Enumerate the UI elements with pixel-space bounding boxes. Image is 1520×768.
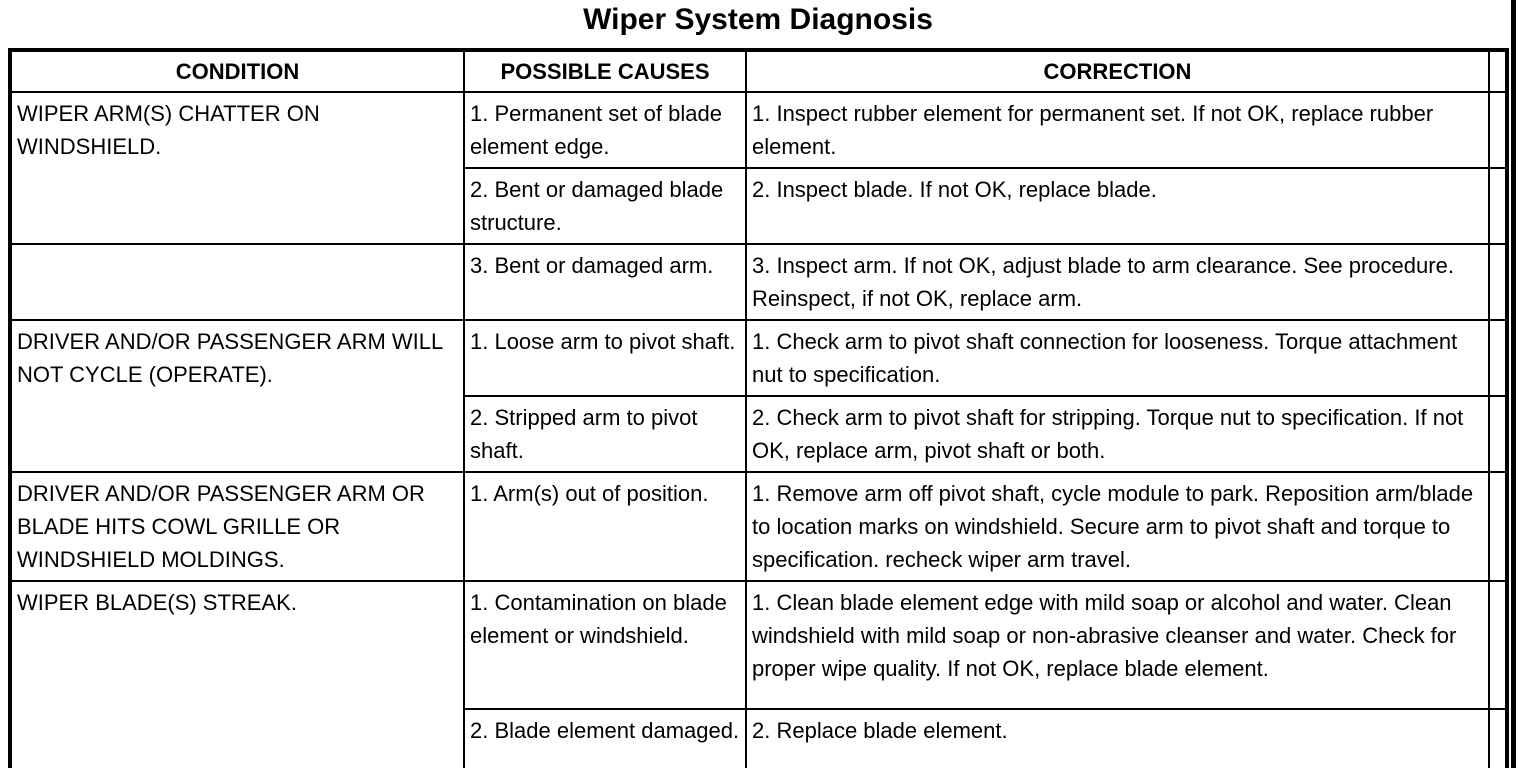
cause-cell: 2. Stripped arm to pivot shaft.	[463, 395, 747, 473]
page-title: Wiper System Diagnosis	[583, 3, 933, 36]
cause-cell: 1. Arm(s) out of position.	[463, 471, 747, 582]
condition-cell: DRIVER AND/OR PASSENGER ARM WILL NOT CYC…	[9, 319, 465, 473]
correction-cell: 2. Replace blade element.	[745, 708, 1490, 768]
cause-cell: 2. Bent or damaged blade structure.	[463, 167, 747, 245]
spacer-cell	[1488, 580, 1508, 710]
table-row: DRIVER AND/OR PASSENGER ARM OR BLADE HIT…	[9, 471, 1508, 582]
header-possible-causes: POSSIBLE CAUSES	[463, 49, 747, 93]
table-row: DRIVER AND/OR PASSENGER ARM WILL NOT CYC…	[9, 319, 1508, 473]
correction-cell: 2. Inspect blade. If not OK, replace bla…	[745, 167, 1490, 245]
header-condition: CONDITION	[9, 49, 465, 93]
condition-cell: WIPER BLADE(S) STREAK.	[9, 580, 465, 768]
spacer-cell	[1488, 395, 1508, 473]
table-header-row: CONDITION POSSIBLE CAUSES CORRECTION	[9, 49, 1508, 93]
correction-cell: 1. Remove arm off pivot shaft, cycle mod…	[745, 471, 1490, 582]
header-correction: CORRECTION	[745, 49, 1490, 93]
header-spacer-cell	[1488, 49, 1508, 93]
correction-cell: 1. Inspect rubber element for permanent …	[745, 91, 1490, 169]
spacer-cell	[1488, 243, 1508, 321]
cause-cell: 1. Permanent set of blade element edge.	[463, 91, 747, 169]
spacer-cell	[1488, 319, 1508, 397]
table-row: 2. Stripped arm to pivot shaft. 2. Check…	[10, 395, 1508, 473]
cause-cell: 3. Bent or damaged arm.	[463, 243, 747, 321]
cause-cell: 1. Contamination on blade element or win…	[463, 580, 747, 710]
correction-cell: 3. Inspect arm. If not OK, adjust blade …	[745, 243, 1490, 321]
spacer-cell	[1488, 167, 1508, 245]
table-row: 2. Bent or damaged blade structure. 2. I…	[10, 167, 1508, 245]
table-row: 2. Blade element damaged. 2. Replace bla…	[10, 708, 1508, 768]
correction-cell: 2. Check arm to pivot shaft for strippin…	[745, 395, 1490, 473]
table-row: WIPER BLADE(S) STREAK. 1. Contamination …	[9, 580, 1508, 768]
table-row: 3. Bent or damaged arm. 3. Inspect arm. …	[9, 243, 1508, 321]
spacer-cell	[1488, 91, 1508, 169]
page-right-border	[1511, 0, 1516, 768]
cause-cell: 2. Blade element damaged.	[463, 708, 747, 768]
condition-cell	[9, 243, 465, 321]
cause-cell: 1. Loose arm to pivot shaft.	[463, 319, 747, 397]
spacer-cell	[1488, 471, 1508, 582]
spacer-cell	[1488, 708, 1508, 768]
table-row: WIPER ARM(S) CHATTER ON WINDSHIELD. 1. P…	[9, 91, 1508, 245]
wiper-diagnosis-table: CONDITION POSSIBLE CAUSES CORRECTION WIP…	[8, 48, 1509, 768]
correction-cell: 1. Check arm to pivot shaft connection f…	[745, 319, 1490, 397]
condition-cell: DRIVER AND/OR PASSENGER ARM OR BLADE HIT…	[9, 471, 465, 582]
condition-cell: WIPER ARM(S) CHATTER ON WINDSHIELD.	[9, 91, 465, 245]
correction-cell: 1. Clean blade element edge with mild so…	[745, 580, 1490, 710]
